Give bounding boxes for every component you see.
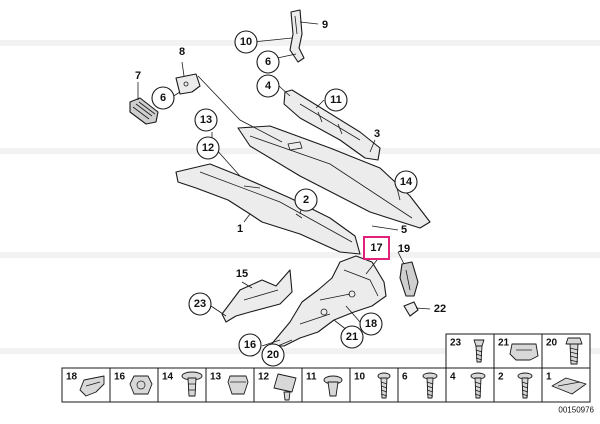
cover-arrow-icon <box>551 377 587 395</box>
hardware-cell-21[interactable]: 21 <box>498 338 539 361</box>
label-7[interactable]: 7 <box>135 70 141 82</box>
part-bracket-9 <box>289 9 305 63</box>
push-pin-icon <box>181 371 203 397</box>
hardware-label: 14 <box>162 372 174 383</box>
hardware-label: 13 <box>210 372 222 383</box>
screw-icon <box>473 339 485 363</box>
callout-label: 6 <box>265 56 271 68</box>
label-9[interactable]: 9 <box>322 19 328 31</box>
label-22[interactable]: 22 <box>434 303 446 315</box>
callout-label: 23 <box>194 298 206 310</box>
nut-icon <box>129 375 153 395</box>
label-15[interactable]: 15 <box>236 268 248 280</box>
expansion-rivet-icon <box>323 375 343 397</box>
part-clip-19 <box>399 261 419 297</box>
speed-nut-icon <box>273 373 297 401</box>
hardware-row-top: 23 21 20 <box>445 333 591 369</box>
hardware-label: 6 <box>402 372 408 383</box>
callout-10a[interactable]: 10 <box>234 30 258 54</box>
label-1[interactable]: 1 <box>237 223 243 235</box>
hardware-label: 16 <box>114 372 126 383</box>
callout-11a[interactable]: 11 <box>324 88 348 112</box>
callout-2[interactable]: 2 <box>294 188 318 212</box>
hardware-cell-23[interactable]: 23 <box>450 338 485 363</box>
callout-20a[interactable]: 20 <box>261 343 285 367</box>
callout-label: 12 <box>202 142 214 154</box>
clip-icon <box>509 343 539 361</box>
part-trim-panel-1 <box>175 163 361 255</box>
callout-label: 6 <box>160 92 166 104</box>
callout-23a[interactable]: 23 <box>188 292 212 316</box>
callout-12a[interactable]: 12 <box>196 136 220 160</box>
hardware-cell-11[interactable]: 11 <box>306 372 343 397</box>
screw-icon <box>422 372 438 399</box>
part-rail-11 <box>283 89 381 161</box>
callout-label: 4 <box>265 80 272 92</box>
grommet-icon <box>227 375 249 395</box>
label-3[interactable]: 3 <box>374 128 380 140</box>
callout-label: 13 <box>200 114 212 126</box>
screw-icon <box>517 372 533 399</box>
callout-label: 14 <box>400 176 413 188</box>
label-19[interactable]: 19 <box>398 243 410 255</box>
reference-number: 00150976 <box>558 406 594 415</box>
hardware-label: 2 <box>498 372 504 383</box>
part-cover-15 <box>221 269 293 323</box>
callout-label: 20 <box>267 349 279 361</box>
hardware-label: 23 <box>450 338 462 349</box>
highlight-callout-17[interactable]: 17 <box>363 236 390 260</box>
hardware-cell-10[interactable]: 10 <box>354 372 391 399</box>
callout-4a[interactable]: 4 <box>256 74 280 98</box>
hardware-cell-16[interactable]: 16 <box>114 372 153 395</box>
hardware-label: 11 <box>306 372 317 383</box>
part-pillar-trim-17 <box>269 255 387 347</box>
callout-label: 16 <box>244 339 256 351</box>
highlight-label: 17 <box>370 242 382 254</box>
hardware-cell-14[interactable]: 14 <box>162 371 203 397</box>
callout-6b[interactable]: 6 <box>151 86 175 110</box>
hardware-row-bottom: 18 16 14 13 <box>61 367 591 403</box>
hardware-cell-18[interactable]: 18 <box>66 372 105 397</box>
hardware-label: 20 <box>546 338 558 349</box>
part-upper-trim-14 <box>237 125 431 229</box>
hardware-label: 21 <box>498 338 510 349</box>
hardware-cell-6[interactable]: 6 <box>402 372 438 399</box>
bolt-icon <box>565 337 583 365</box>
bracket-clip-icon <box>79 375 105 397</box>
hardware-label: 4 <box>450 372 456 383</box>
label-8[interactable]: 8 <box>179 46 185 58</box>
hardware-label: 1 <box>546 372 552 383</box>
hardware-cell-12[interactable]: 12 <box>258 372 297 401</box>
part-vent-7 <box>129 97 159 125</box>
part-cap-22 <box>403 301 419 317</box>
hardware-cell-20[interactable]: 20 <box>546 337 583 365</box>
screw-icon <box>470 372 486 399</box>
hardware-label: 12 <box>258 372 270 383</box>
callout-13[interactable]: 13 <box>194 108 218 132</box>
callout-14a[interactable]: 14 <box>394 170 418 194</box>
hardware-label: 18 <box>66 372 78 383</box>
callout-label: 11 <box>330 94 342 106</box>
hardware-cell-4[interactable]: 4 <box>450 372 486 399</box>
callout-label: 21 <box>346 331 358 343</box>
callout-label: 18 <box>365 318 377 330</box>
screw-icon <box>377 372 391 399</box>
hardware-label: 10 <box>354 372 366 383</box>
hardware-cell-1[interactable]: 1 <box>546 372 587 395</box>
callout-label: 10 <box>240 36 252 48</box>
hardware-cell-2[interactable]: 2 <box>498 372 533 399</box>
label-5[interactable]: 5 <box>401 224 407 236</box>
hardware-cell-13[interactable]: 13 <box>210 372 249 395</box>
callout-21a[interactable]: 21 <box>340 325 364 349</box>
callout-6a[interactable]: 6 <box>256 50 280 74</box>
part-bracket-8 <box>175 73 201 95</box>
callout-16a[interactable]: 16 <box>238 333 262 357</box>
callout-18a[interactable]: 18 <box>359 312 383 336</box>
callout-label: 2 <box>303 194 309 206</box>
